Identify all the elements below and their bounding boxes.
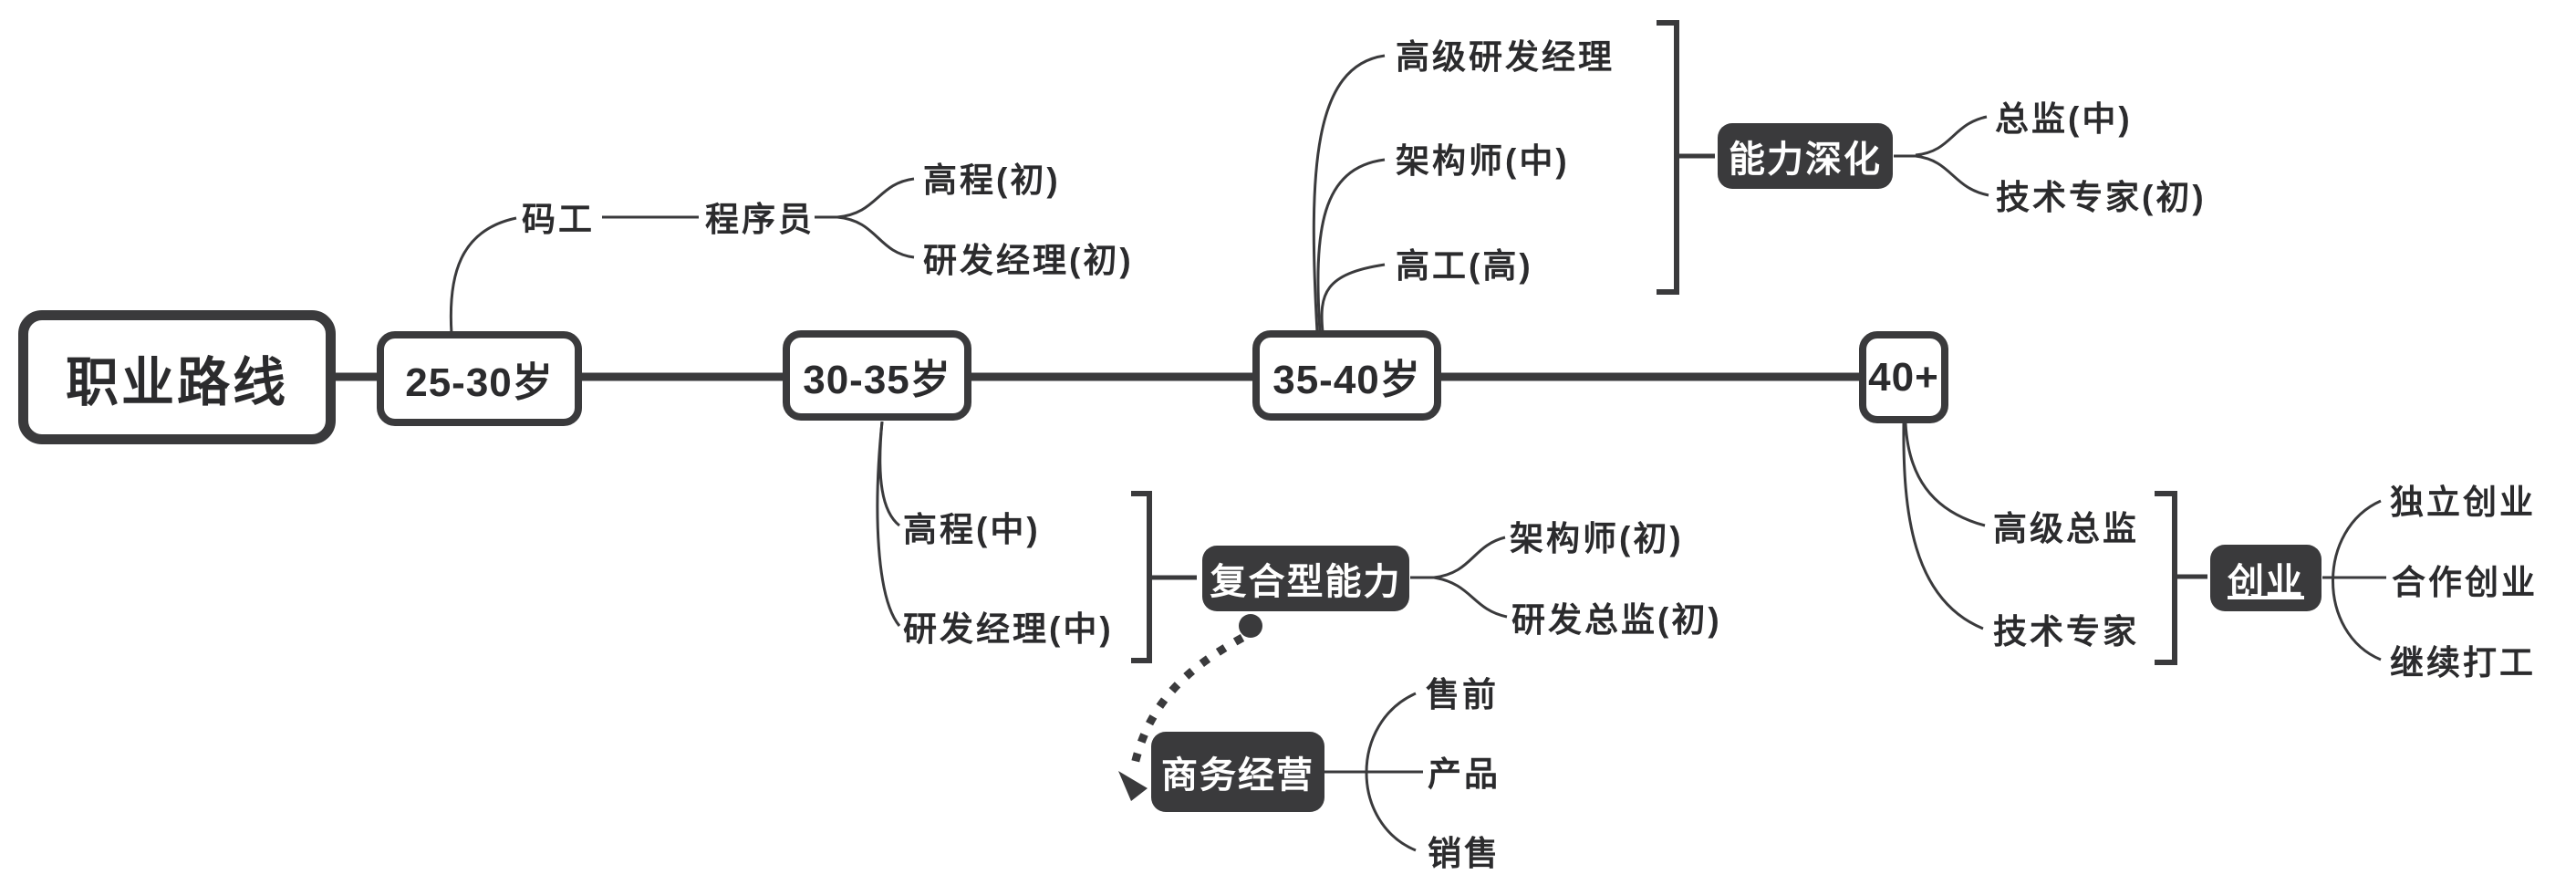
- topic-rd-manager-junior[interactable]: 研发经理(初): [923, 241, 1134, 279]
- topic-rd-manager-mid[interactable]: 研发经理(中): [903, 609, 1114, 648]
- composite-fork-wires: [1410, 536, 1508, 619]
- summary-bracket-30-35: [1131, 491, 1197, 663]
- topic-product[interactable]: 产品: [1428, 755, 1501, 793]
- deepening-fork-wires: [1894, 115, 1989, 197]
- stage-40-plus[interactable]: 40+: [1859, 331, 1948, 423]
- topic-senior-engineer-high[interactable]: 高工(高): [1396, 246, 1533, 285]
- stage-25-30[interactable]: 25-30岁: [377, 331, 582, 426]
- summary-topic-capability-deepening[interactable]: 能力深化: [1718, 123, 1893, 189]
- topic-independent-startup[interactable]: 独立创业: [2390, 483, 2536, 521]
- stage-30-35[interactable]: 30-35岁: [783, 330, 971, 421]
- relationship-anchor-dot: [1239, 614, 1262, 638]
- startup-fork-wires: [2322, 499, 2386, 661]
- topic-rd-director-junior[interactable]: 研发总监(初): [1511, 600, 1722, 639]
- topic-business-operation[interactable]: 商务经营: [1151, 732, 1324, 812]
- branch-30-35-wires: [876, 421, 901, 627]
- business-fork-wires: [1324, 692, 1423, 852]
- topic-coder[interactable]: 码工: [522, 200, 595, 238]
- topic-keep-employed[interactable]: 继续打工: [2390, 643, 2536, 682]
- topic-tech-expert[interactable]: 技术专家: [1993, 612, 2139, 651]
- topic-senior-dev-mid[interactable]: 高程(中): [903, 510, 1041, 548]
- summary-bracket-40-plus: [2155, 491, 2207, 665]
- topic-senior-director[interactable]: 高级总监: [1993, 509, 2139, 547]
- relationship-dashed-line: [1129, 634, 1245, 769]
- topic-joint-startup[interactable]: 合作创业: [2392, 563, 2538, 601]
- topic-director-mid[interactable]: 总监(中): [1995, 99, 2133, 138]
- branch-40-plus-wires: [1902, 422, 1986, 630]
- topic-architect-mid[interactable]: 架构师(中): [1396, 141, 1570, 180]
- topic-tech-expert-junior[interactable]: 技术专家(初): [1996, 178, 2207, 216]
- relationship-arrowhead: [1118, 771, 1148, 801]
- topic-presales[interactable]: 售前: [1426, 675, 1499, 713]
- topic-sales[interactable]: 销售: [1428, 834, 1501, 872]
- topic-programmer[interactable]: 程序员: [705, 200, 815, 238]
- summary-bracket-35-40: [1657, 20, 1715, 295]
- branch-25-30-wires: [449, 177, 915, 335]
- topic-architect-junior[interactable]: 架构师(初): [1510, 519, 1684, 557]
- branch-35-40-wires: [1312, 54, 1386, 333]
- topic-senior-dev-junior[interactable]: 高程(初): [923, 161, 1061, 199]
- stage-35-40[interactable]: 35-40岁: [1252, 330, 1441, 421]
- summary-topic-startup[interactable]: 创业: [2210, 545, 2322, 611]
- topic-senior-rd-manager[interactable]: 高级研发经理: [1396, 37, 1615, 76]
- summary-topic-composite-ability[interactable]: 复合型能力: [1202, 546, 1409, 611]
- root-topic[interactable]: 职业路线: [18, 310, 336, 444]
